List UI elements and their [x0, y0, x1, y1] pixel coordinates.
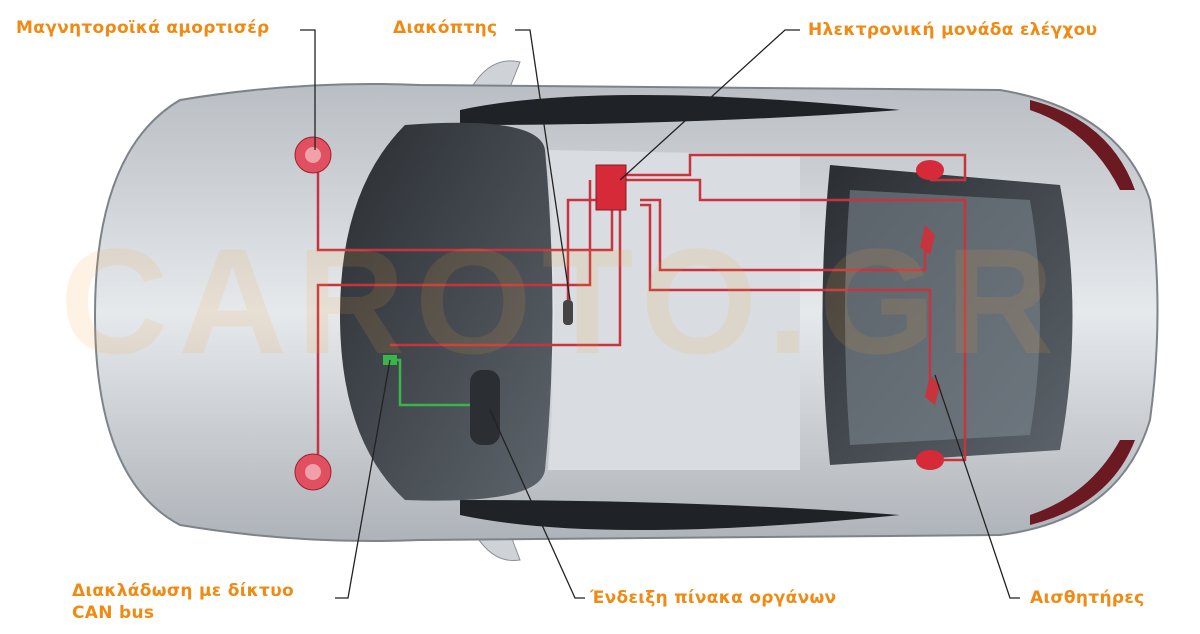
label-magnetic-shock-absorbers: Μαγνητοροϊκά αμορτισέρ [16, 18, 270, 38]
wiring [316, 153, 967, 470]
sensor [920, 225, 935, 255]
label-sensors: Αισθητήρες [1030, 588, 1145, 608]
label-ecu: Ηλεκτρονική μονάδα ελέγχου [808, 20, 1098, 40]
switch-part [563, 300, 573, 325]
label-can-bus-line2: CAN bus [72, 603, 155, 623]
watermark: CAROTO.GR [60, 217, 1064, 385]
label-instrument-panel: Ένδειξη πίνακα οργάνων [590, 588, 837, 608]
label-can-bus-line1: Διακλάδωση με δίκτυο [72, 581, 294, 601]
label-switch: Διακόπτης [393, 18, 498, 38]
rear-right-damper [916, 450, 944, 470]
leader-lines [300, 29, 1020, 599]
instrument-cluster [470, 370, 500, 445]
rear-left-damper [916, 160, 944, 180]
ecu-box [595, 164, 627, 211]
sensor [925, 375, 940, 405]
